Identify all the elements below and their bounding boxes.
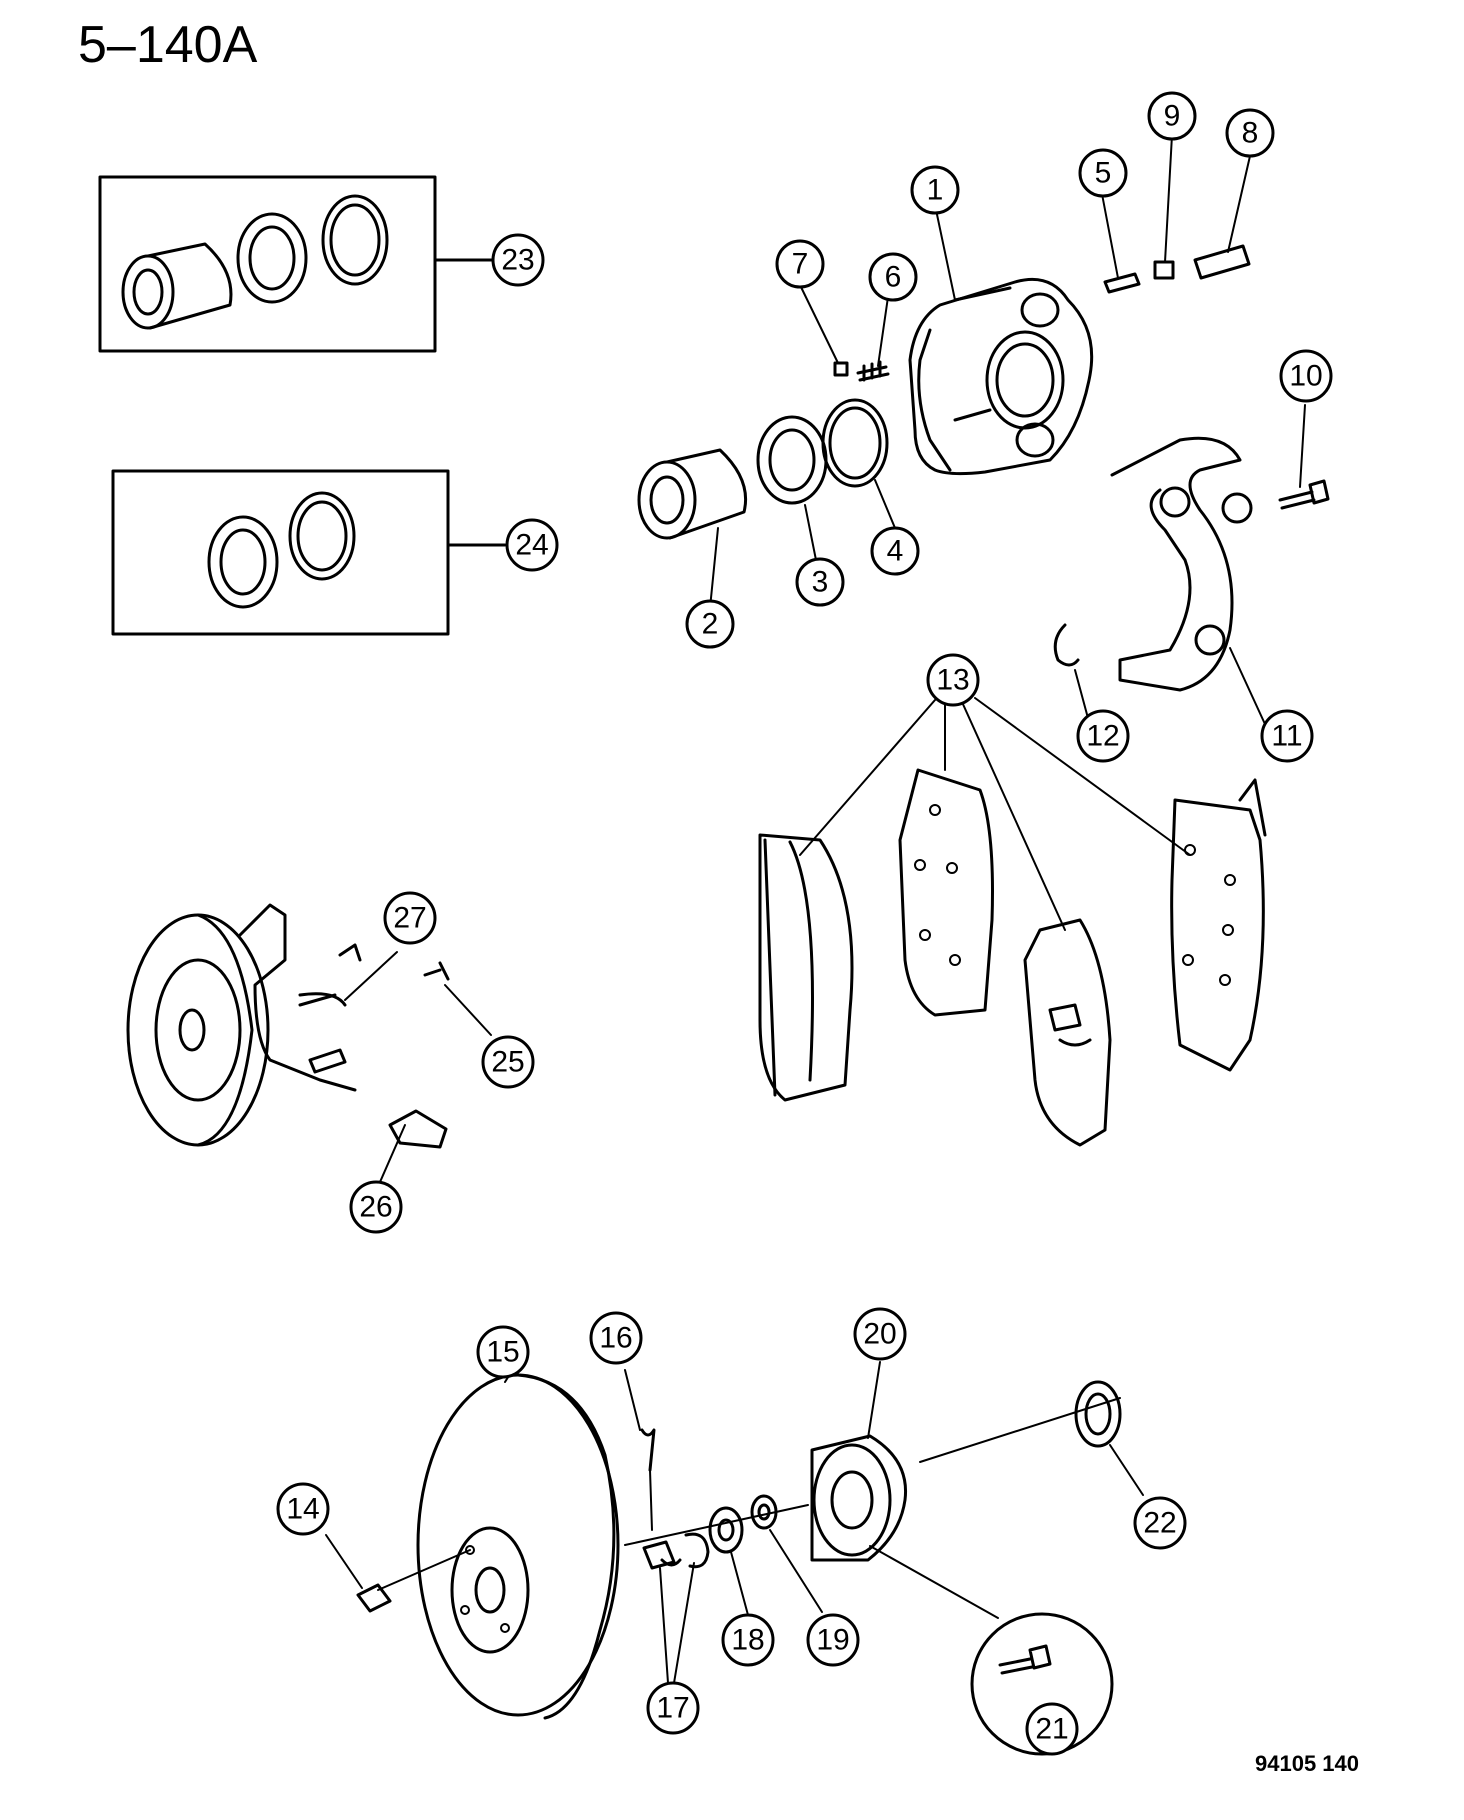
callout-1: 1 [910,165,960,215]
callout-19: 19 [806,1613,860,1667]
callout-3: 3 [795,557,845,607]
callout-4: 4 [870,526,920,576]
callout-16: 16 [589,1311,643,1365]
callout-label: 10 [1289,360,1322,393]
callout-label: 23 [501,244,534,277]
callout-label: 9 [1164,100,1181,133]
callout-label: 22 [1143,1507,1176,1540]
callout-12: 12 [1076,709,1130,763]
callout-label: 7 [792,248,809,281]
callout-18: 18 [721,1613,775,1667]
brake-pads [758,768,1267,1147]
callout-9: 9 [1147,91,1197,141]
callout-10: 10 [1279,349,1333,403]
callout-label: 13 [936,664,969,697]
callout-6: 6 [868,252,918,302]
callout-23: 23 [491,233,545,287]
callout-26: 26 [349,1180,403,1234]
callout-label: 27 [393,902,426,935]
callout-label: 25 [491,1046,524,1079]
leader-lines [325,134,1306,1684]
callout-label: 24 [515,529,548,562]
callout-label: 4 [887,535,904,568]
callout-15: 15 [476,1325,530,1379]
callout-label: 3 [812,566,829,599]
callout-14: 14 [276,1482,330,1536]
callout-label: 12 [1086,720,1119,753]
callout-8: 8 [1225,108,1275,158]
page-code: 5–140A [78,16,258,74]
callout-label: 2 [702,608,719,641]
callout-label: 8 [1242,117,1259,150]
callout-25: 25 [481,1035,535,1089]
callout-2: 2 [685,599,735,649]
callout-label: 21 [1035,1713,1068,1746]
callout-13: 13 [926,653,980,707]
callout-27: 27 [383,891,437,945]
callout-label: 1 [927,174,944,207]
kit-box-23 [98,175,497,353]
knuckle-assembly [126,903,450,1149]
callout-label: 17 [656,1692,689,1725]
callout-label: 26 [359,1191,392,1224]
callout-label: 5 [1095,157,1112,190]
callout-20: 20 [853,1307,907,1361]
callout-label: 18 [731,1624,764,1657]
callout-label: 6 [885,261,902,294]
callout-11: 11 [1260,709,1314,763]
callout-5: 5 [1078,148,1128,198]
rotor-hub-assembly [356,1373,1122,1756]
callout-label: 15 [486,1336,519,1369]
kit-box-24 [111,469,507,636]
callout-label: 20 [863,1318,896,1351]
callout-21: 21 [1025,1702,1079,1756]
callout-label: 14 [286,1493,319,1526]
callout-label: 16 [599,1322,632,1355]
callout-17: 17 [646,1681,700,1735]
figure-reference: 94105 140 [1255,1751,1359,1776]
caliper-assembly [637,244,1330,692]
callout-7: 7 [775,239,825,289]
callout-24: 24 [505,518,559,572]
callout-label: 19 [816,1624,849,1657]
callout-22: 22 [1133,1496,1187,1550]
callout-label: 11 [1271,720,1302,753]
